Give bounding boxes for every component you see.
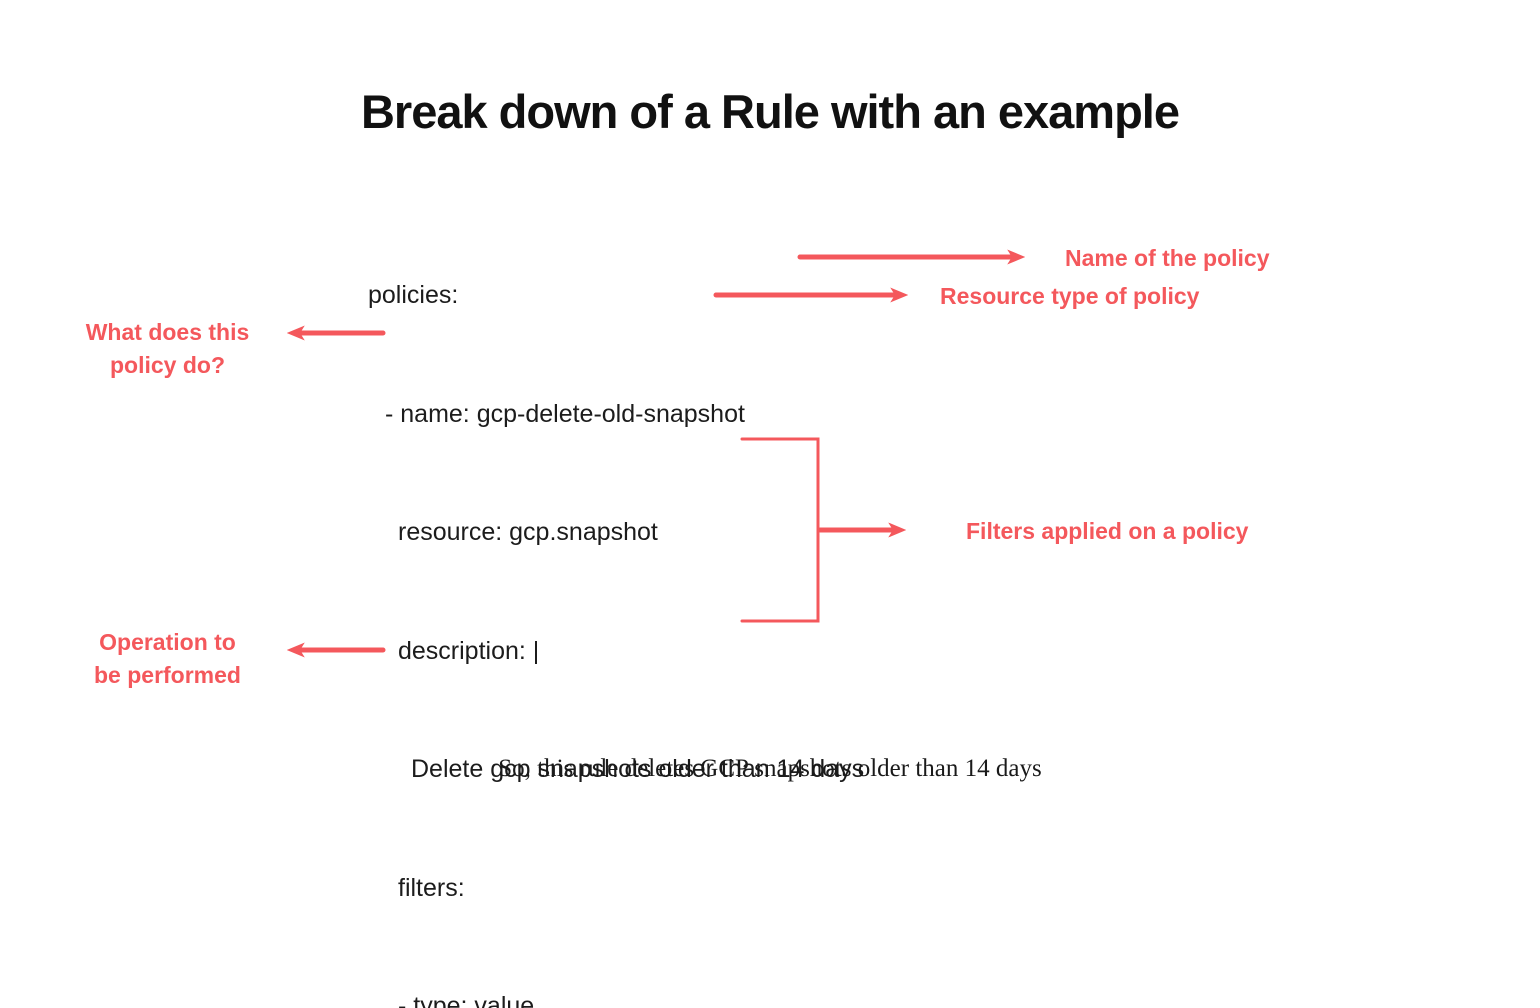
annotation-policy-name: Name of the policy [1065,245,1270,271]
filters-bracket [740,437,820,623]
yaml-line: resource: gcp.snapshot [398,518,658,546]
annotation-operation-line2: be performed [94,662,241,688]
annotation-filters: Filters applied on a policy [966,518,1249,544]
summary-text: So, this rule deletes GCP snapshots olde… [498,755,1042,782]
yaml-line: - type: value [398,992,535,1008]
page-title: Break down of a Rule with an example [360,85,1180,138]
annotation-policy-description-line1: What does this [85,319,250,345]
yaml-line: description: | [398,636,540,665]
yaml-line: filters: [398,873,465,902]
annotation-operation-line1: Operation to [99,629,236,655]
yaml-line: - name: gcp-delete-old-snapshot [385,399,745,428]
annotation-policy-description: What does this policy do? [55,316,280,382]
yaml-line: policies: [368,281,459,309]
annotation-operation: Operation to be performed [55,626,280,692]
yaml-line: Delete gcp snapshots older than 14 days [411,755,865,783]
annotation-resource-type: Resource type of policy [940,283,1200,309]
annotation-policy-description-line2: policy do? [110,352,225,378]
yaml-code-block: policies: - name: gcp-delete-old-snapsho… [368,197,864,1008]
